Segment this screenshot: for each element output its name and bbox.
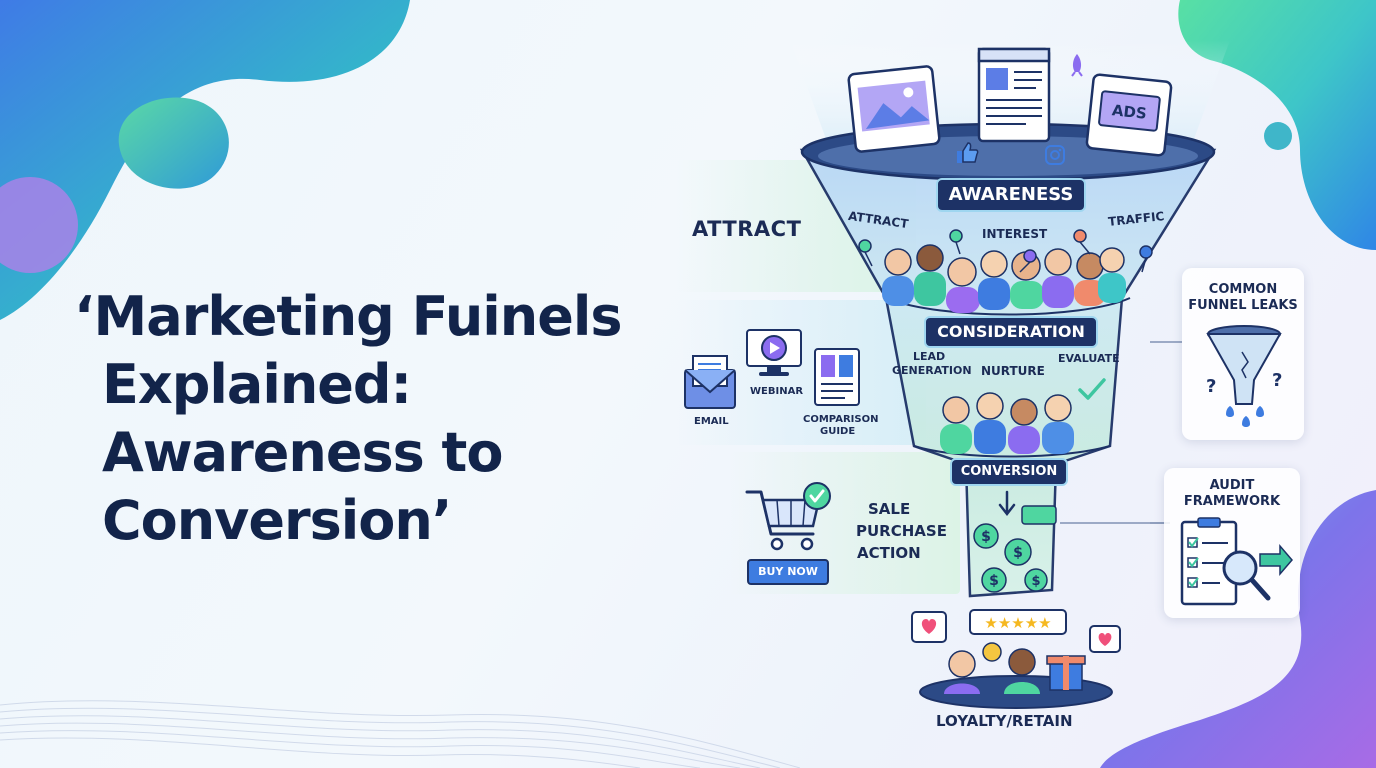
webinar-label: WEBINAR [750,386,804,397]
comparison-label-1: COMPARISON [803,414,879,425]
webinar-icon [746,329,802,376]
headline: ‘Marketing Fuinels Explained: Awareness … [74,283,714,555]
heart-bubble-left [911,611,947,643]
email-icon [684,355,736,409]
pin-icons [858,229,1153,273]
svg-text:$: $ [989,573,999,589]
smiley-icon [982,642,1002,662]
funnel-leaks-card: COMMON FUNNEL LEAKS ? ? [1182,268,1304,440]
loyalty-retain-label: LOYALTY/RETAIN [936,712,1073,730]
people-group-middle [940,392,1074,454]
svg-text:$: $ [1013,545,1023,561]
blob-bottom-right [1100,490,1376,768]
lead-label: LEAD [913,350,946,363]
image-post-icon [847,65,941,153]
blob-small [118,97,229,189]
consideration-stage: CONSIDERATION [924,316,1098,348]
nurture-label: NURTURE [981,364,1045,378]
headline-line-1: ‘Marketing Fuinels [74,285,623,348]
conversion-stage: CONVERSION [950,458,1068,486]
svg-text:?: ? [1206,376,1216,397]
article-icon [977,47,1051,143]
shopping-cart-icon [745,482,831,551]
rocket-icon [1071,54,1083,77]
gift-icon [1046,655,1086,691]
comparison-label-2: GUIDE [820,426,856,437]
email-label: EMAIL [694,416,729,427]
conversion-connector [1060,522,1166,524]
rating-stars-bubble: ★★★★★ [969,609,1067,635]
wave-lines [0,700,801,768]
arrow-down-icon [998,490,1016,517]
blob-dot-right [1264,122,1292,150]
svg-text:?: ? [1272,370,1282,391]
audit-framework-card: AUDIT FRAMEWORK [1164,468,1300,618]
interest-label: INTEREST [982,227,1048,241]
audit-checklist-icon [1180,517,1293,606]
ads-card: ADS [1085,73,1173,157]
headline-line-2: Explained: [102,353,412,416]
svg-text:$: $ [981,529,991,545]
purchase-label: PURCHASE [856,522,947,540]
svg-text:★★★★★: ★★★★★ [984,614,1051,632]
sale-label: SALE [868,500,911,518]
generation-label: GENERATION [892,364,972,377]
audit-framework-title-2: FRAMEWORK [1183,494,1281,509]
action-label: ACTION [857,544,921,562]
evaluate-label: EVALUATE [1058,352,1120,365]
ads-label: ADS [1111,101,1148,123]
checkmark-icon [1078,378,1106,400]
blob-purple-left [0,177,78,273]
thumbs-up-icon [957,142,979,163]
leaking-funnel-icon: ? ? [1206,325,1282,427]
funnel-leaks-title-2: FUNNEL LEAKS [1188,298,1298,313]
blob-top-right [1178,0,1376,250]
buy-now-button[interactable]: BUY NOW [747,559,829,585]
blob-top-left [0,0,410,320]
attract-stage-label: ATTRACT [692,217,802,241]
headline-line-3: Awareness to [102,421,503,484]
comparison-guide-icon [814,348,860,406]
instagram-icon [1045,145,1065,165]
heart-bubble-right [1089,625,1121,653]
awareness-stage: AWARENESS [936,178,1086,212]
funnel-leaks-title-1: COMMON [1208,282,1278,297]
audit-framework-title-1: AUDIT [1209,478,1255,493]
headline-line-4: Conversion’ [102,489,452,552]
loyalty-graphic: ★★★★★ [911,609,1121,709]
svg-text:$: $ [1031,574,1040,589]
dollar-coins: $ $ $ $ [973,505,1057,593]
